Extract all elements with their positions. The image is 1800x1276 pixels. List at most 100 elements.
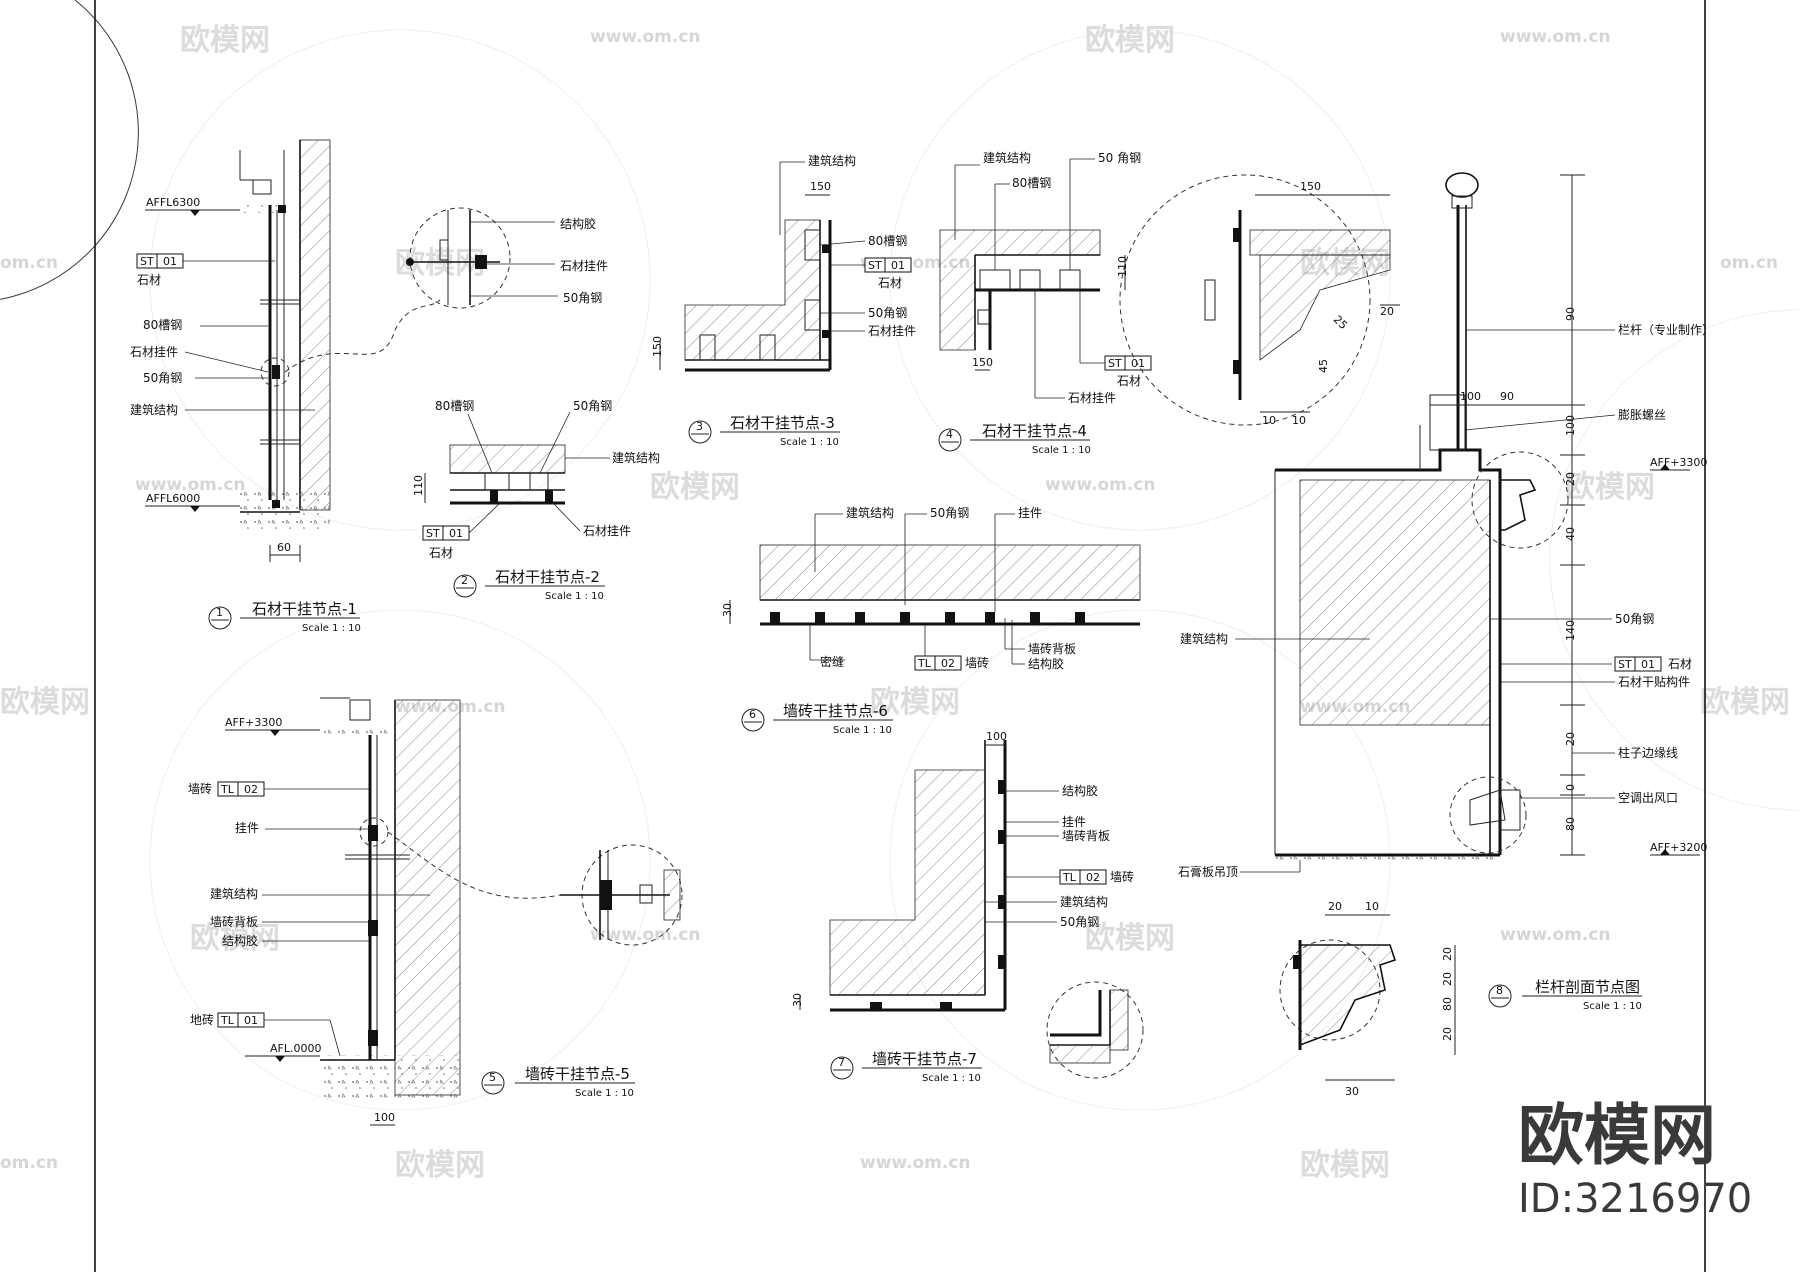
d5-level-top: AFF+3300 xyxy=(225,716,282,729)
d1-dim: 60 xyxy=(277,541,291,554)
d8-mould-dim-d: 20 xyxy=(1441,972,1454,986)
d8-label-angle: 50角钢 xyxy=(1615,612,1654,626)
d3-label-hanger: 石材挂件 xyxy=(868,324,916,338)
d7-tl-num: 02 xyxy=(1086,871,1100,884)
d6-scale: Scale 1 : 10 xyxy=(833,725,892,736)
d5-title: 墙砖干挂节点-5 xyxy=(525,1065,630,1083)
d8-label-structure: 建筑结构 xyxy=(1180,631,1228,646)
d8-label-member: 石材干贴构件 xyxy=(1618,674,1690,689)
d2-marker xyxy=(453,574,477,598)
d7-label-angle: 50角钢 xyxy=(1060,915,1099,929)
d2-scale: Scale 1 : 10 xyxy=(545,591,604,602)
d6-tl-num: 02 xyxy=(941,657,955,670)
d8-dim-4: 40 xyxy=(1564,527,1577,541)
wm-brand-13: 欧模网 xyxy=(1300,1148,1390,1183)
detail-8: 150 20 45 10 10 25 90 100 20 40 140 20 0… xyxy=(1119,172,1714,1098)
wm-brand-6: 欧模网 xyxy=(1565,470,1655,505)
wm-brand-2: 欧模网 xyxy=(1085,23,1175,58)
d8-mould-dim-f: 20 xyxy=(1441,1027,1454,1041)
zoom-circle-2 xyxy=(560,844,683,946)
d3-label-structure: 建筑结构 xyxy=(808,153,856,168)
d2-label-hanger: 石材挂件 xyxy=(583,524,631,538)
d3-title: 石材干挂节点-3 xyxy=(730,414,835,432)
d6-label-tile: 墙砖 xyxy=(965,655,989,670)
z1-label-hanger: 石材挂件 xyxy=(560,259,608,273)
d8-num: 8 xyxy=(1496,984,1503,997)
d4-label-channel: 80槽钢 xyxy=(1012,176,1051,190)
d8-zoom-dim-c: 10 xyxy=(1262,414,1276,427)
d7-marker xyxy=(830,1056,854,1080)
d8-st-code: ST xyxy=(1618,658,1632,671)
wm-url-frag-3: om.cn xyxy=(0,1153,58,1173)
d5-label-tile: 墙砖 xyxy=(188,781,212,796)
d2-num: 2 xyxy=(461,574,468,587)
d7-dim-side: 30 xyxy=(791,993,804,1007)
z1-label-angle: 50角钢 xyxy=(563,291,602,305)
d6-label-glue: 结构胶 xyxy=(1028,656,1064,671)
d6-label-hanger: 挂件 xyxy=(1018,506,1042,520)
d5-scale: Scale 1 : 10 xyxy=(575,1088,634,1099)
wm-url-1: www.om.cn xyxy=(590,27,701,47)
d1-marker xyxy=(208,606,232,630)
d8-mould-dim-a: 20 xyxy=(1328,900,1342,913)
d8-zoom-dim-d: 10 xyxy=(1292,414,1306,427)
wm-brand-12: 欧模网 xyxy=(395,1148,485,1183)
d8-label-railing: 栏杆（专业制作） xyxy=(1618,322,1714,337)
wm-brand-5: 欧模网 xyxy=(650,470,740,505)
wm-url-10: www.om.cn xyxy=(860,1153,971,1173)
d1-label-hanger: 石材挂件 xyxy=(130,345,178,359)
d1-label-angle: 50角钢 xyxy=(143,371,182,385)
d4-label-stone: 石材 xyxy=(1117,374,1141,388)
d1-label-structure: 建筑结构 xyxy=(130,402,178,417)
d4-title: 石材干挂节点-4 xyxy=(982,422,1087,440)
d5-label-structure: 建筑结构 xyxy=(210,886,258,901)
d4-scale: Scale 1 : 10 xyxy=(1032,445,1091,456)
d6-label-structure: 建筑结构 xyxy=(846,505,894,520)
wm-url-4: www.om.cn xyxy=(135,475,246,495)
d5-floor-num: 01 xyxy=(244,1014,258,1027)
d1-st-num: 01 xyxy=(163,255,177,268)
d8-mould-dim-e: 80 xyxy=(1441,997,1454,1011)
z1-label-glue: 结构胶 xyxy=(560,216,596,231)
detail-5: AFF+3300 AFL.0000 墙砖 TL 02 挂件 建筑结构 墙砖背板 … xyxy=(188,697,635,1126)
d8-label-ceiling: 石膏板吊顶 xyxy=(1178,864,1238,879)
d5-tl-code: TL xyxy=(220,783,235,796)
d1-num: 1 xyxy=(216,606,223,619)
wm-brand-7: 欧模网 xyxy=(0,685,90,720)
d1-title: 石材干挂节点-1 xyxy=(252,600,357,618)
d3-dim-top: 150 xyxy=(810,180,831,193)
wm-brand-8: 欧模网 xyxy=(870,685,960,720)
d4-dim-bottom: 150 xyxy=(972,356,993,369)
d4-st-code: ST xyxy=(1108,357,1122,370)
d2-label-stone: 石材 xyxy=(429,546,453,560)
zoom-circle-3 xyxy=(1046,981,1144,1079)
d1-level-bottom: AFFL6000 xyxy=(146,492,200,505)
d7-tl-code: TL xyxy=(1062,871,1077,884)
d8-scale: Scale 1 : 10 xyxy=(1583,1001,1642,1012)
d3-dim-side: 150 xyxy=(651,336,664,357)
d3-label-stone: 石材 xyxy=(878,276,902,290)
d8-mould-dim-c: 20 xyxy=(1441,947,1454,961)
d3-st-code: ST xyxy=(868,259,882,272)
d6-tl-code: TL xyxy=(917,657,932,670)
d8-st-num: 01 xyxy=(1641,658,1655,671)
d8-dim-1: 90 xyxy=(1564,307,1577,321)
d5-tl-num: 02 xyxy=(244,783,258,796)
d3-num: 3 xyxy=(696,420,703,433)
wm-brand-1: 欧模网 xyxy=(180,23,270,58)
d4-label-angle: 50 角钢 xyxy=(1098,151,1141,165)
d8-marker xyxy=(1488,984,1512,1008)
d3-label-angle: 50角钢 xyxy=(868,306,907,320)
wm-brand-11: 欧模网 xyxy=(1085,921,1175,956)
d7-label-tile: 墙砖 xyxy=(1110,869,1134,884)
d5-dim: 100 xyxy=(374,1111,395,1124)
d2-dim: 110 xyxy=(412,475,425,496)
d6-title: 墙砖干挂节点-6 xyxy=(783,702,888,720)
d5-label-floor: 地砖 xyxy=(190,1012,214,1027)
d6-marker xyxy=(741,708,765,732)
wm-url-5: www.om.cn xyxy=(1045,475,1156,495)
d8-mould-dim-g: 30 xyxy=(1345,1085,1359,1098)
d2-title: 石材干挂节点-2 xyxy=(495,568,600,586)
d8-zoom-dim-top: 150 xyxy=(1300,180,1321,193)
